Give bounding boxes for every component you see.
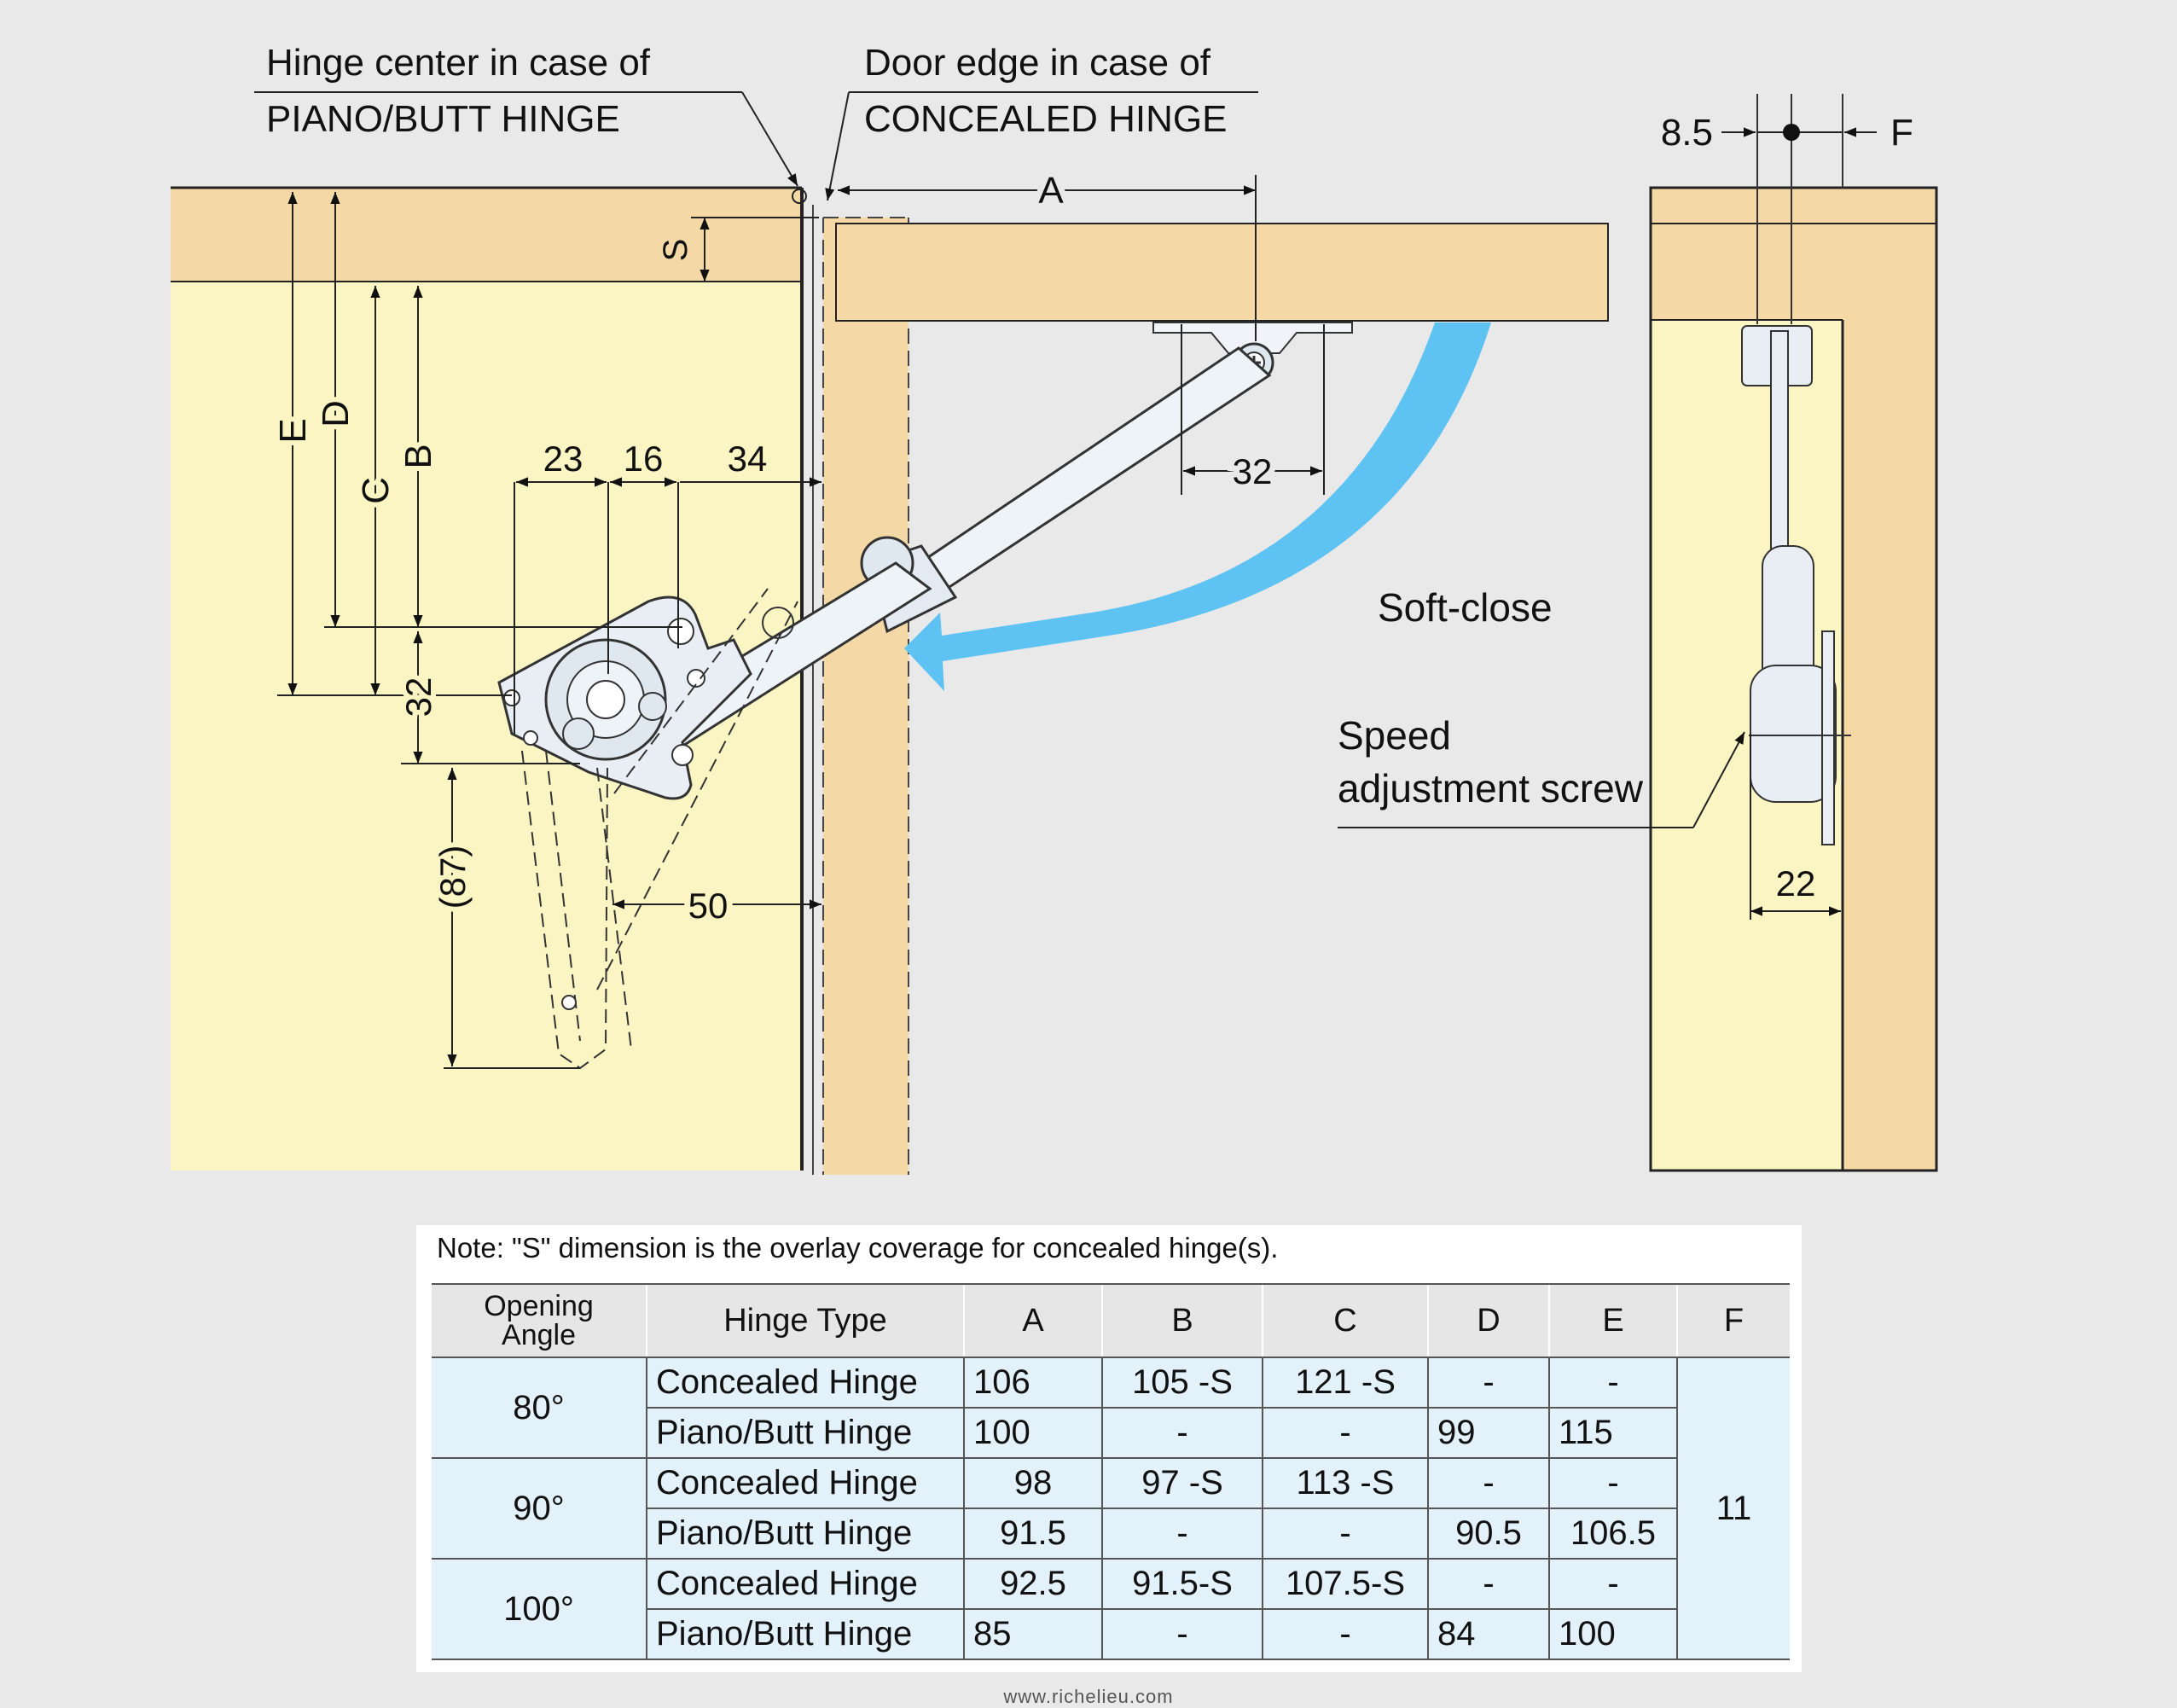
soft-close-arrow	[904, 322, 1491, 691]
d-cell: 90.5	[1427, 1508, 1549, 1560]
door-panel-open	[823, 218, 909, 1175]
b-cell: -	[1101, 1408, 1263, 1459]
hinge-type-cell: Concealed Hinge	[646, 1559, 964, 1610]
c-cell: 121 -S	[1262, 1357, 1428, 1409]
a-cell: 106	[963, 1357, 1102, 1409]
hinge-center-label: Hinge center in case of	[266, 42, 651, 84]
table-row: 90° Concealed Hinge 98 97 -S 113 -S - -	[432, 1458, 1790, 1560]
dim-f-label: F	[1890, 112, 1913, 154]
dim-32-left-label: 32	[398, 677, 438, 717]
f-cell: 11	[1676, 1357, 1790, 1660]
cabinet-top-panel	[171, 188, 802, 282]
website-footer: www.richelieu.com	[1003, 1686, 1174, 1707]
e-cell: 106.5	[1548, 1508, 1677, 1560]
d-cell: -	[1427, 1458, 1549, 1509]
dim-s-label: S	[657, 239, 694, 262]
dim-a-label: A	[1038, 170, 1064, 212]
dim-8-5-label: 8.5	[1661, 112, 1713, 154]
b-cell: -	[1101, 1508, 1263, 1560]
piano-butt-hinge-label: PIANO/BUTT HINGE	[266, 98, 620, 140]
dim-16-label: 16	[624, 439, 664, 479]
d-cell: -	[1427, 1559, 1549, 1610]
e-cell: -	[1548, 1357, 1677, 1409]
a-cell: 91.5	[963, 1508, 1102, 1560]
header-hinge-type: Hinge Type	[646, 1283, 964, 1358]
door-edge-label: Door edge in case of	[864, 42, 1211, 84]
hinge-type-cell: Concealed Hinge	[646, 1458, 964, 1509]
soft-close-label: Soft-close	[1378, 585, 1553, 630]
hinge-type-cell: Concealed Hinge	[646, 1357, 964, 1409]
speed-label: Speed	[1338, 713, 1451, 758]
table-row: Piano/Butt Hinge 85 - - 84 100	[432, 1609, 1790, 1660]
dim-b-label: B	[398, 444, 439, 468]
d-cell: -	[1427, 1357, 1549, 1409]
header-d: D	[1427, 1283, 1549, 1358]
a-cell: 92.5	[963, 1559, 1102, 1610]
d-cell: 84	[1427, 1609, 1549, 1660]
b-cell: -	[1101, 1609, 1263, 1660]
hinge-type-cell: Piano/Butt Hinge	[646, 1408, 964, 1459]
d-cell: 99	[1427, 1408, 1549, 1459]
dim-87-label: (87)	[432, 845, 473, 909]
hinge-type-cell: Piano/Butt Hinge	[646, 1609, 964, 1660]
header-e: E	[1548, 1283, 1677, 1358]
stay-arm	[917, 346, 1272, 590]
c-cell: -	[1262, 1408, 1428, 1459]
table-note: Note: "S" dimension is the overlay cover…	[437, 1232, 1279, 1264]
table-row: 100° Concealed Hinge 92.5 91.5-S 107.5-S…	[432, 1559, 1790, 1660]
stay-hinge-diagram: Hinge center in case of PIANO/BUTT HINGE…	[171, 42, 1938, 1175]
dim-50-label: 50	[688, 886, 729, 926]
a-cell: 100	[963, 1408, 1102, 1459]
door-panel-closed	[836, 224, 1608, 321]
hinge-type-cell: Piano/Butt Hinge	[646, 1508, 964, 1560]
header-c: C	[1262, 1283, 1428, 1358]
table-row: 80° Concealed Hinge 106 105 -S 121 -S - …	[432, 1357, 1790, 1660]
table-row: Piano/Butt Hinge 100 - - 99 115	[432, 1408, 1790, 1459]
c-cell: 113 -S	[1262, 1458, 1428, 1509]
dim-22-label: 22	[1776, 863, 1816, 903]
a-cell: 85	[963, 1609, 1102, 1660]
e-cell: 100	[1548, 1609, 1677, 1660]
dashed-swing-outline	[521, 588, 798, 1070]
e-cell: -	[1548, 1559, 1677, 1610]
dim-34-label: 34	[728, 439, 768, 479]
concealed-hinge-label: CONCEALED HINGE	[864, 98, 1227, 140]
angle-cell: 80°	[432, 1357, 647, 1459]
c-cell: -	[1262, 1508, 1428, 1560]
e-cell: -	[1548, 1458, 1677, 1509]
c-cell: -	[1262, 1609, 1428, 1660]
side-view-mechanism	[1741, 325, 1837, 845]
adjustment-screw-label: adjustment screw	[1338, 766, 1644, 810]
a-cell: 98	[963, 1458, 1102, 1509]
angle-cell: 90°	[432, 1458, 647, 1560]
dim-d-label: D	[315, 400, 357, 427]
c-cell: 107.5-S	[1262, 1559, 1428, 1610]
table-row: Piano/Butt Hinge 91.5 - - 90.5 106.5	[432, 1508, 1790, 1560]
specification-table-panel: Note: "S" dimension is the overlay cover…	[416, 1225, 1802, 1672]
header-a: A	[963, 1283, 1102, 1358]
dim-32-arm-label: 32	[1233, 451, 1273, 491]
dim-e-label: E	[272, 418, 314, 443]
header-b: B	[1101, 1283, 1263, 1358]
b-cell: 91.5-S	[1101, 1559, 1263, 1610]
header-f: F	[1676, 1283, 1790, 1358]
dim-c-label: C	[355, 477, 397, 504]
dim-23-label: 23	[543, 439, 583, 479]
b-cell: 105 -S	[1101, 1357, 1263, 1409]
soft-close-mechanism	[497, 595, 794, 800]
b-cell: 97 -S	[1101, 1458, 1263, 1509]
angle-cell: 100°	[432, 1559, 647, 1660]
e-cell: 115	[1548, 1408, 1677, 1459]
